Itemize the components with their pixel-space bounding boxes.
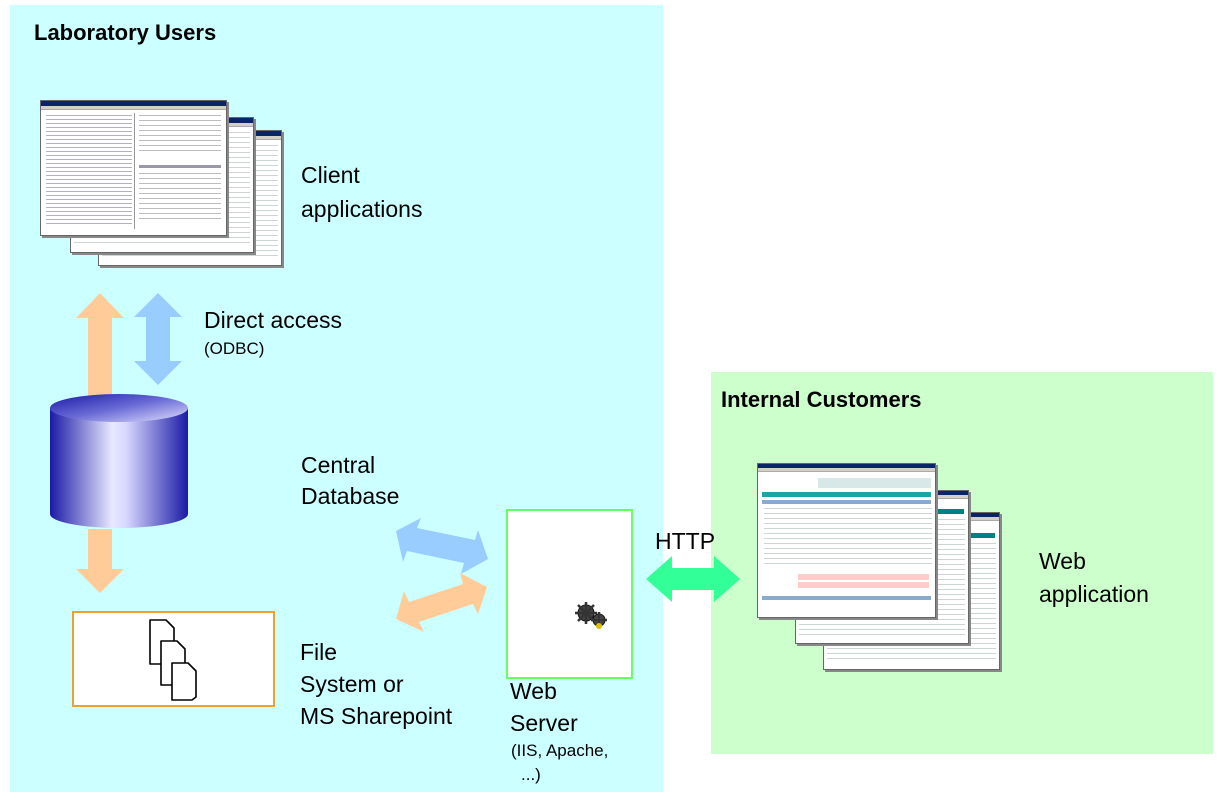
web-server-label-line1: Web xyxy=(510,678,557,704)
file-system-label-line2: System or xyxy=(300,671,404,697)
web-server-detail-line1: (IIS, Apache, xyxy=(511,741,609,760)
file-system-label-line1: File xyxy=(300,639,338,665)
web-server-label-line2: Server xyxy=(510,710,578,736)
file-system-box xyxy=(72,611,275,707)
web-app-label-line2: application xyxy=(1039,581,1149,607)
client-app-screenshot-1 xyxy=(40,100,227,236)
green-arrow-http xyxy=(646,556,740,602)
client-apps-label-line2: applications xyxy=(301,196,423,222)
lab-users-title: Laboratory Users xyxy=(34,20,217,45)
documents-icon xyxy=(149,619,197,701)
cylinder-icon xyxy=(50,394,188,528)
web-server-box xyxy=(506,509,633,679)
web-app-screenshot-1 xyxy=(757,463,936,618)
blue-arrow-db-server xyxy=(396,518,488,574)
central-db-label-line2: Database xyxy=(301,483,400,509)
orange-arrow-files-server xyxy=(396,573,487,632)
web-app-label-line1: Web xyxy=(1039,548,1086,574)
file-system-label-line3: MS Sharepoint xyxy=(300,703,453,729)
direct-access-label: Direct access xyxy=(204,307,343,333)
gears-icon xyxy=(575,602,607,629)
client-apps-label-line1: Client xyxy=(301,162,360,188)
odbc-label: (ODBC) xyxy=(204,339,265,358)
web-server-detail-line2: ...) xyxy=(521,765,541,784)
orange-arrow-db-files xyxy=(76,529,124,593)
central-db-label-line1: Central xyxy=(301,452,376,478)
blue-arrow-direct-access xyxy=(134,293,182,385)
orange-arrow-client-db xyxy=(76,293,124,410)
internal-customers-title: Internal Customers xyxy=(721,387,922,412)
http-label: HTTP xyxy=(655,528,716,554)
